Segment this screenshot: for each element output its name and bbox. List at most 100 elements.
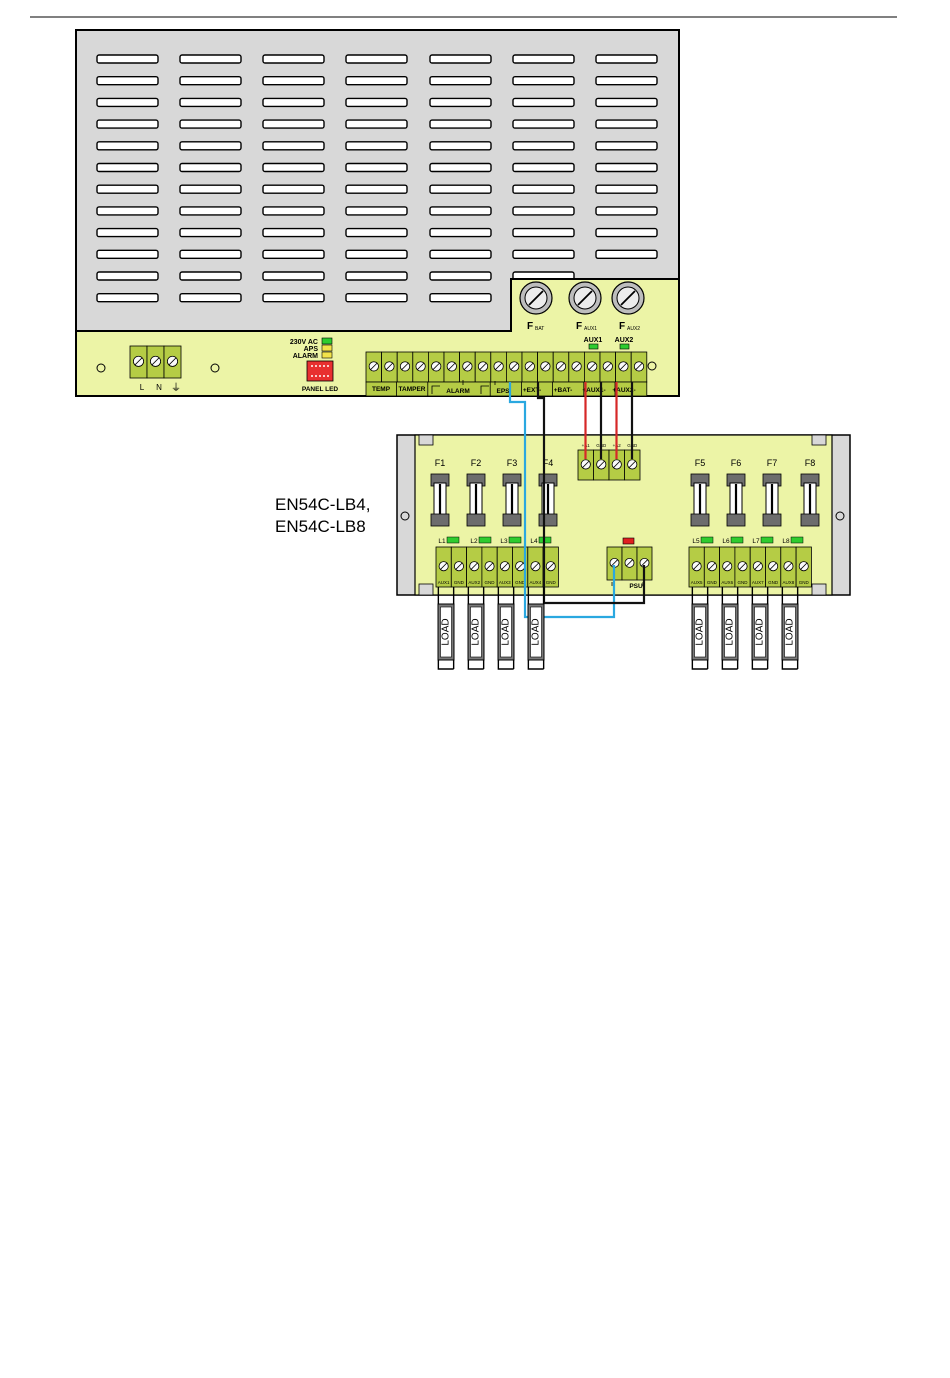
psu-terminal	[568, 351, 585, 383]
relay-symbols	[431, 380, 496, 394]
fuse-f3: F3	[502, 458, 522, 527]
output-led	[790, 536, 804, 544]
vent-slot	[595, 206, 658, 216]
svg-text:F6: F6	[731, 458, 742, 468]
vent-slot	[345, 97, 408, 108]
label-ext: +EXT-	[523, 387, 541, 394]
fuse-holder	[568, 281, 602, 315]
vent-slot	[595, 97, 658, 108]
aux1-led-label: AUX1	[584, 337, 603, 344]
output-led	[478, 536, 492, 544]
led-label: L2	[470, 538, 478, 545]
load: LOAD	[497, 587, 515, 670]
fuse-f5: F5	[690, 458, 710, 527]
vent-slot	[595, 249, 658, 260]
mounting-tab	[811, 583, 827, 596]
vent-slot	[179, 75, 242, 86]
mains-terminal	[163, 345, 182, 379]
svg-text:F8: F8	[805, 458, 816, 468]
aux1-led	[588, 343, 599, 350]
psu-status-led	[622, 537, 635, 545]
psu-relay-terminal	[621, 546, 638, 581]
output-label: AUX8	[783, 580, 795, 585]
vent-slot	[96, 97, 159, 108]
vent-slot	[262, 75, 325, 86]
psu-terminal	[615, 351, 632, 383]
vent-slot	[345, 75, 408, 86]
vent-slot	[595, 54, 658, 64]
psu-terminal	[412, 351, 429, 383]
vent-slot	[345, 227, 408, 238]
load: LOAD	[721, 587, 739, 670]
svg-text:F5: F5	[695, 458, 706, 468]
input-terminal	[608, 449, 625, 481]
psu-terminal	[584, 351, 601, 383]
psu-terminal	[490, 351, 507, 383]
mounting-tab	[811, 434, 827, 446]
led-label-alarm: ALARM	[293, 353, 318, 360]
wiring	[508, 382, 646, 619]
vent-slot	[179, 54, 242, 64]
vent-slot	[96, 271, 159, 281]
mains-terminal	[129, 345, 148, 379]
wire-ext-minus	[536, 382, 646, 605]
label-temp: TEMP	[372, 386, 391, 393]
vent-slot	[96, 162, 159, 173]
output-label: GND	[546, 580, 557, 585]
mains-terminal-block	[129, 345, 182, 379]
vent-slot	[429, 184, 492, 194]
svg-text:F3: F3	[507, 458, 518, 468]
mounting-hole	[835, 511, 845, 521]
output-led	[730, 536, 744, 544]
load: LOAD	[751, 587, 769, 670]
load-label: LOAD	[755, 618, 766, 645]
output-label: GND	[454, 580, 465, 585]
mounting-tab	[418, 583, 434, 596]
product-label-line1: EN54C-LB4,	[275, 495, 370, 514]
load: LOAD	[781, 587, 799, 670]
led-label: L1	[438, 538, 446, 545]
output-terminal	[765, 546, 782, 588]
load: LOAD	[437, 587, 455, 670]
vent-slot	[96, 119, 159, 129]
output-label: GND	[799, 580, 810, 585]
output-terminal	[734, 546, 751, 588]
label-tamper: TAMPER	[399, 386, 426, 393]
psu-unit: L N ⏚ 230V AC APS ALARM PANEL LED F BAT …	[75, 29, 680, 397]
vent-slot	[595, 75, 658, 86]
vent-slot	[512, 206, 575, 216]
output-label: GND	[515, 580, 526, 585]
output-label: AUX4	[530, 580, 542, 585]
output-label: AUX5	[691, 580, 703, 585]
output-label: GND	[768, 580, 779, 585]
ventilation-slots	[96, 54, 658, 303]
vent-slot	[96, 184, 159, 194]
psu-fuse-holders	[519, 281, 645, 315]
output-label: AUX1	[438, 580, 450, 585]
led-label: L5	[692, 538, 700, 545]
vent-slot	[262, 97, 325, 108]
psu-relay-terminal	[606, 546, 623, 581]
vent-slot	[595, 227, 658, 238]
psu-terminal	[630, 351, 648, 383]
vent-slot	[429, 54, 492, 64]
vent-slot	[512, 119, 575, 129]
vent-slot	[345, 141, 408, 151]
vent-slot	[429, 271, 492, 281]
load-label: LOAD	[695, 618, 706, 645]
psu-terminal	[474, 351, 492, 383]
psu-terminal	[537, 351, 554, 383]
vent-slot	[345, 119, 408, 129]
vent-slot	[262, 271, 325, 281]
vent-slot	[262, 249, 325, 260]
vent-slot	[512, 227, 575, 238]
mains-terminal	[146, 345, 165, 379]
vent-slot	[262, 162, 325, 173]
fuse-label-bat: F	[527, 321, 533, 332]
vent-slot	[512, 141, 575, 151]
vent-slot	[262, 293, 325, 303]
output-led	[508, 536, 522, 544]
led-aps	[321, 344, 333, 352]
